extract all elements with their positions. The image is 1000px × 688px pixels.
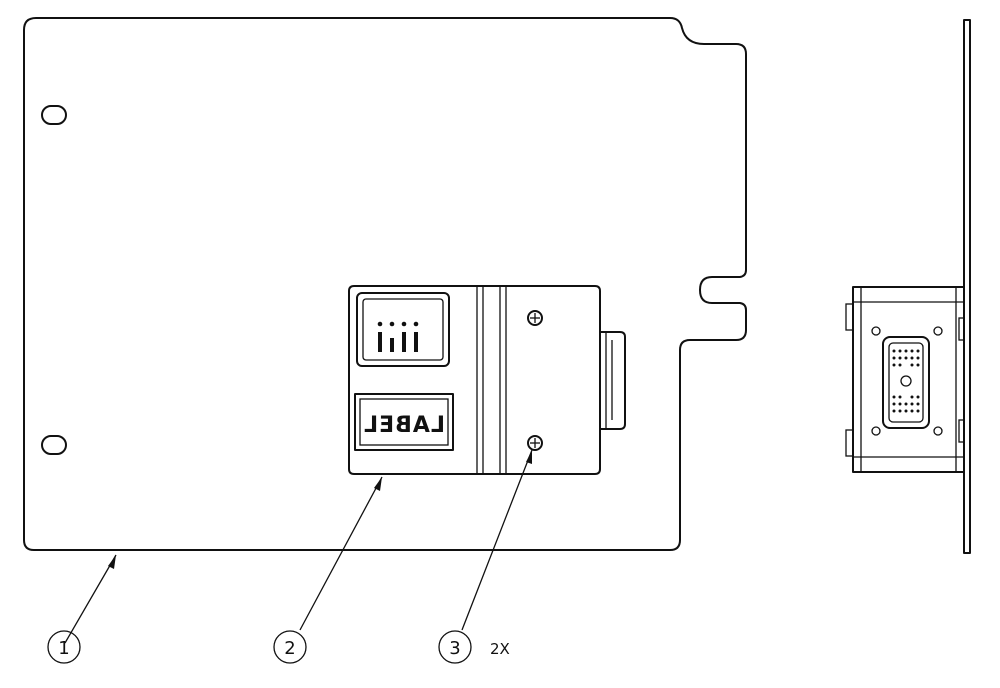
panel-front-view <box>23 17 747 551</box>
module-side-connector <box>600 331 626 430</box>
logo-icon <box>377 321 419 352</box>
callout-2: 2 <box>273 630 307 664</box>
logo-block <box>356 292 450 367</box>
callout-3-qty: 2X <box>490 640 510 658</box>
callout-1: 1 <box>47 630 81 664</box>
leader-lines <box>64 449 533 644</box>
connector-pins <box>892 349 920 413</box>
side-connector-inner <box>888 342 924 423</box>
label-block: LABEL <box>354 393 454 451</box>
module-side-housing <box>852 286 965 473</box>
module-body <box>348 285 601 475</box>
panel-mounting-slot-top <box>41 105 67 125</box>
side-view <box>845 19 971 554</box>
side-connector-outer <box>882 336 930 429</box>
screw-bottom <box>527 435 543 451</box>
panel-mounting-slot-bottom <box>41 435 67 455</box>
callout-2-number: 2 <box>284 638 295 659</box>
screw-top <box>527 310 543 326</box>
label-text: LABEL <box>363 413 445 438</box>
callout-3: 3 2X <box>438 630 510 664</box>
panel-side-edge <box>963 19 971 554</box>
panel-outline <box>23 17 747 551</box>
callout-1-number: 1 <box>58 638 69 659</box>
callout-3-number: 3 <box>449 638 460 659</box>
module-front-view: LABEL <box>348 285 626 475</box>
